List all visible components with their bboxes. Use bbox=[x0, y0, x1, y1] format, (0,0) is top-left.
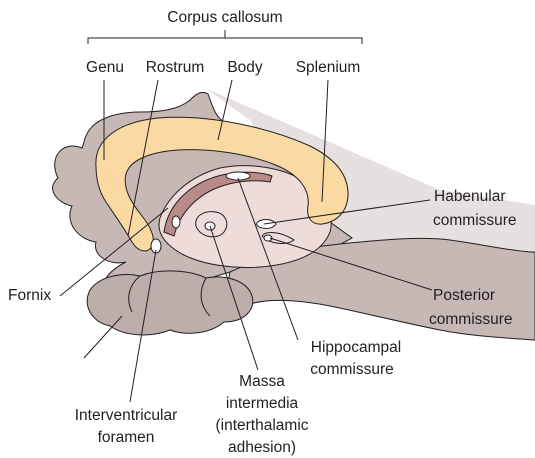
label-splenium: Splenium bbox=[296, 59, 361, 76]
label-interventricular-line1: Interventricular bbox=[75, 407, 178, 424]
label-genu: Genu bbox=[86, 59, 124, 76]
label-habenular-line2: commissure bbox=[433, 212, 517, 229]
label-body: Body bbox=[227, 59, 263, 76]
label-massa-line3: (interthalamic bbox=[215, 417, 308, 434]
label-posterior-line2: commissure bbox=[429, 311, 513, 328]
label-rostrum: Rostrum bbox=[146, 59, 205, 76]
label-hippocampal-line2: commissure bbox=[310, 361, 394, 378]
foramen-anterior-column bbox=[172, 216, 180, 228]
label-massa-line1: Massa bbox=[239, 373, 285, 390]
label-hippocampal-line1: Hippocampal bbox=[311, 339, 401, 356]
corpus-callosum-bracket bbox=[88, 38, 362, 44]
label-habenular-line1: Habenular bbox=[434, 188, 506, 205]
label-posterior-line1: Posterior bbox=[433, 287, 495, 304]
label-corpus-callosum: Corpus callosum bbox=[167, 9, 282, 26]
label-fornix: Fornix bbox=[8, 287, 51, 304]
label-massa-line2: intermedia bbox=[226, 395, 299, 412]
label-massa-line4: adhesion) bbox=[228, 439, 296, 456]
label-interventricular-line2: foramen bbox=[98, 429, 155, 446]
